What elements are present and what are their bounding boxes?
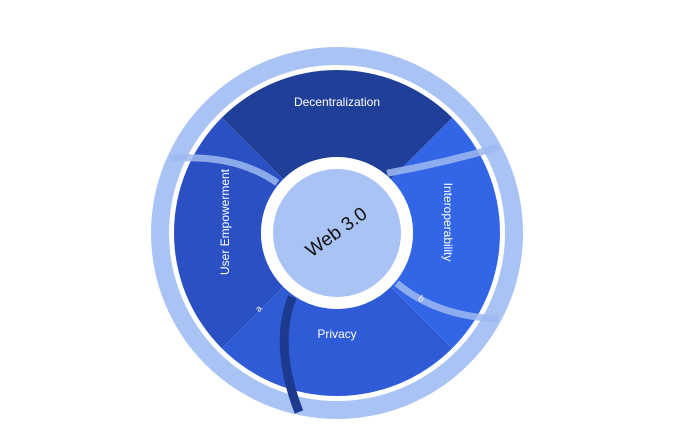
segment-privacy[interactable]	[221, 286, 453, 396]
connector-decentralization-interoperability	[386, 143, 500, 177]
segment-label-user-empowerment: User Empowerment	[218, 168, 232, 275]
connector-user-empowerment-decentralization	[169, 154, 280, 186]
connector-label-a: a	[253, 303, 264, 313]
connector-privacy-user-empowerment	[279, 295, 304, 414]
segment-user-empowerment[interactable]	[174, 117, 284, 349]
connector-interoperability-privacy	[394, 280, 499, 323]
segment-label-interoperability: Interoperability	[441, 183, 455, 262]
connector-label-b: b	[416, 293, 426, 304]
segment-label-decentralization: Decentralization	[294, 95, 380, 109]
segment-decentralization[interactable]	[221, 70, 453, 180]
segment-label-privacy: Privacy	[317, 327, 356, 341]
center-hub[interactable]	[273, 169, 401, 297]
segment-interoperability[interactable]	[390, 117, 500, 349]
